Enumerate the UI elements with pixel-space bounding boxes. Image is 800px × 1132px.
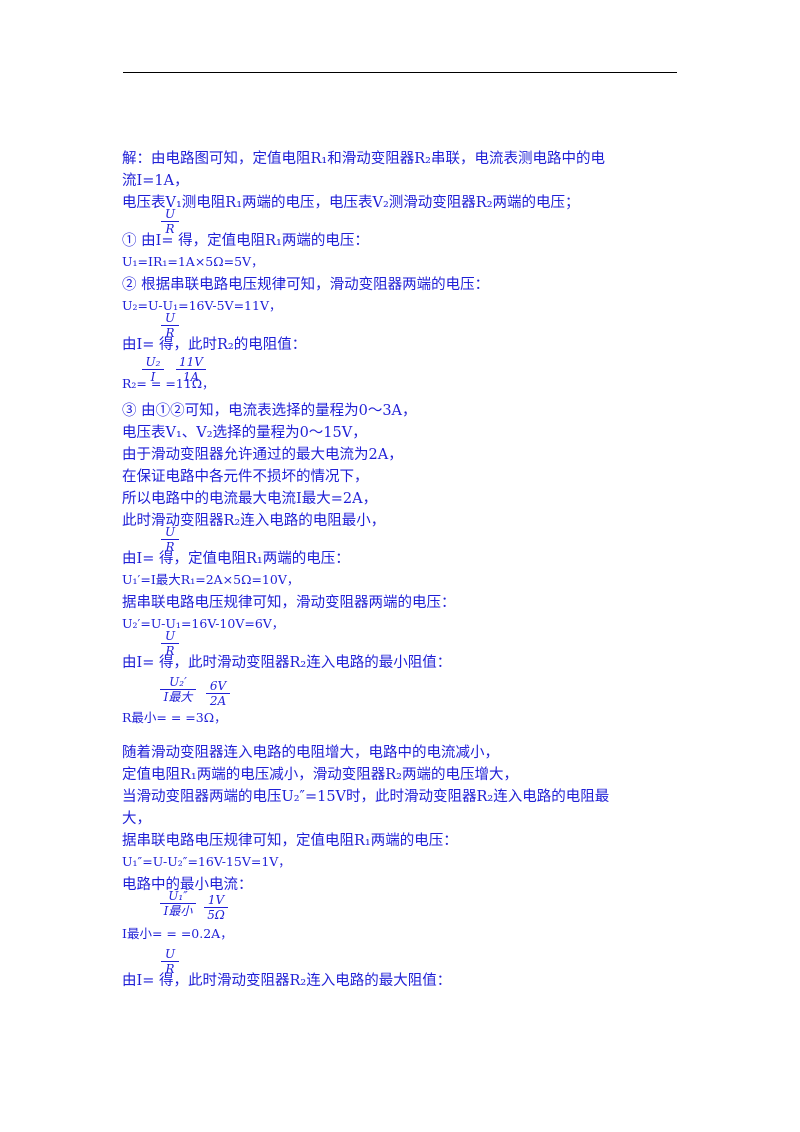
fraction-denominator: I — [150, 370, 156, 384]
solution-line-17: U₁′=I最大R₁=2A×5Ω=10V， — [122, 572, 300, 587]
solution-line-19: U₂′=U-U₁=16V-10V=6V， — [122, 616, 285, 631]
solution-line-23: 定值电阻R₁两端的电压减小，滑动变阻器R₂两端的电压增大， — [122, 767, 518, 783]
solution-line-14: 所以电路中的电流最大电流I最大=2A， — [122, 491, 378, 507]
solution-line-20: 由I= 得，此时滑动变阻器R₂连入电路的最小阻值： — [122, 655, 452, 671]
fraction-1v-over-5ohm: 1V 5Ω — [204, 894, 228, 921]
solution-line-11: 电压表V₁、V₂选择的量程为0～15V， — [122, 425, 367, 441]
fraction-numerator: U — [161, 208, 179, 222]
solution-line-21: R最小= = =3Ω， — [122, 710, 227, 725]
solution-line-30: 由I= 得，此时滑动变阻器R₂连入电路的最大阻值： — [122, 973, 452, 989]
fraction-numerator: U₁″ — [160, 890, 196, 904]
fraction-numerator: 1V — [204, 894, 228, 908]
solution-line-9: R₂= = =11Ω， — [122, 376, 215, 391]
fraction-denominator: R — [165, 644, 175, 658]
fraction-numerator: U — [161, 312, 179, 326]
solution-line-15: 此时滑动变阻器R₂连入电路的电阻最小， — [122, 513, 386, 529]
fraction-numerator: U — [161, 630, 179, 644]
fraction-numerator: U₂ — [142, 356, 164, 370]
solution-line-6: ② 根据串联电路电压规律可知，滑动变阻器两端的电压： — [122, 277, 490, 293]
solution-line-5: U₁=IR₁=1A×5Ω=5V， — [122, 254, 264, 269]
fraction-denominator: 1A — [182, 370, 200, 384]
solution-line-22: 随着滑动变阻器连入电路的电阻增大，电路中的电流减小， — [122, 745, 499, 761]
solution-line-4: ① 由I= 得，定值电阻R₁两端的电压： — [122, 233, 369, 249]
fraction-numerator: U — [161, 526, 179, 540]
fraction-denominator: R — [165, 962, 175, 976]
fraction-numerator: U₂′ — [160, 676, 196, 690]
solution-line-16: 由I= 得，定值电阻R₁两端的电压： — [122, 551, 350, 567]
solution-line-13: 在保证电路中各元件不损坏的情况下， — [122, 469, 369, 485]
solution-line-26: 据串联电路电压规律可知，定值电阻R₁两端的电压： — [122, 833, 458, 849]
fraction-u2-over-i: U₂ I — [142, 356, 164, 383]
fraction-numerator: U — [161, 948, 179, 962]
fraction-6v-over-2a: 6V 2A — [206, 680, 230, 707]
fraction-denominator: I最小 — [163, 904, 193, 918]
solution-line-1: 解：由电路图可知，定值电阻R₁和滑动变阻器R₂串联，电流表测电路中的电 — [122, 151, 605, 167]
solution-line-27: U₁″=U-U₂″=16V-15V=1V， — [122, 854, 291, 869]
fraction-u-over-r: U R — [161, 208, 179, 235]
solution-line-12: 由于滑动变阻器允许通过的最大电流为2A， — [122, 447, 403, 463]
fraction-denominator: R — [165, 222, 175, 236]
fraction-u1pp-over-imin: U₁″ I最小 — [160, 890, 196, 917]
fraction-u-over-r: U R — [161, 630, 179, 657]
fraction-denominator: R — [165, 326, 175, 340]
solution-line-24: 当滑动变阻器两端的电压U₂″=15V时，此时滑动变阻器R₂连入电路的电阻最 — [122, 789, 610, 805]
fraction-numerator: 11V — [176, 356, 206, 370]
fraction-denominator: I最大 — [163, 690, 193, 704]
fraction-denominator: 2A — [209, 694, 227, 708]
solution-line-2: 流I=1A， — [122, 173, 189, 189]
solution-line-10: ③ 由①②可知，电流表选择的量程为0～3A， — [122, 403, 417, 419]
fraction-denominator: R — [165, 540, 175, 554]
fraction-u-over-r: U R — [161, 312, 179, 339]
fraction-11v-over-1a: 11V 1A — [176, 356, 206, 383]
fraction-u-over-r: U R — [161, 526, 179, 553]
solution-line-28: 电路中的最小电流： — [122, 877, 253, 893]
solution-line-18: 据串联电路电压规律可知，滑动变阻器两端的电压： — [122, 595, 456, 611]
solution-line-7: U₂=U-U₁=16V-5V=11V， — [122, 298, 282, 313]
fraction-u2p-over-imax: U₂′ I最大 — [160, 676, 196, 703]
fraction-numerator: 6V — [206, 680, 230, 694]
solution-line-25: 大， — [122, 811, 151, 827]
solution-line-29: I最小= = =0.2A， — [122, 926, 233, 941]
fraction-u-over-r: U R — [161, 948, 179, 975]
fraction-denominator: 5Ω — [207, 908, 225, 922]
header-rule — [123, 72, 677, 73]
solution-line-3: 电压表V₁测电阻R₁两端的电压，电压表V₂测滑动变阻器R₂两端的电压； — [122, 195, 580, 211]
solution-line-8: 由I= 得，此时R₂的电阻值： — [122, 337, 307, 353]
